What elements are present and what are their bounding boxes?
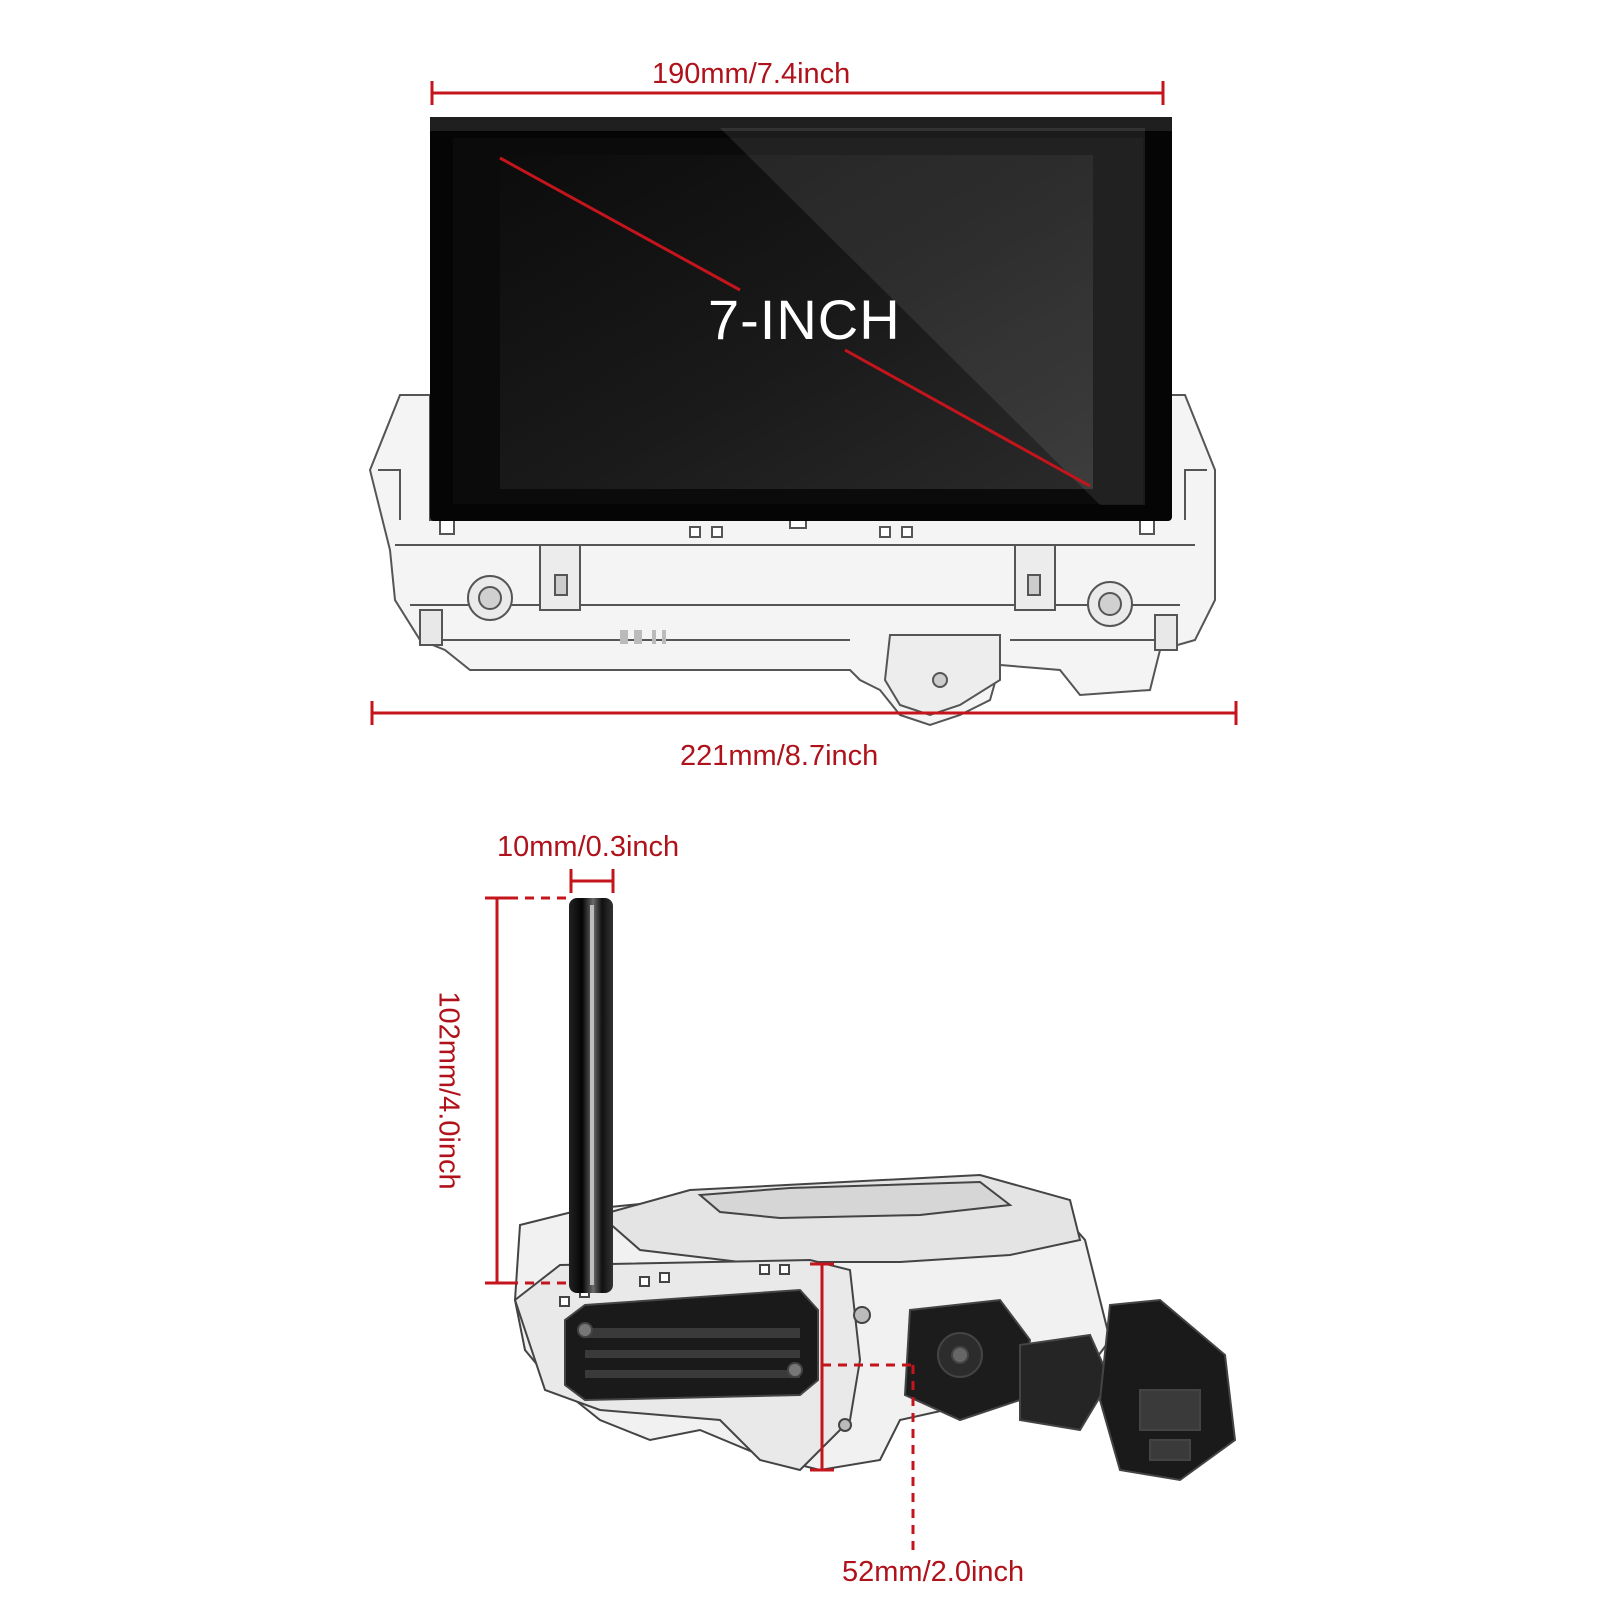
top-width-dimension-line xyxy=(430,81,1165,105)
thickness-dimension-line xyxy=(569,869,615,893)
thickness-label: 10mm/0.3inch xyxy=(497,831,680,863)
height-label: 102mm/4.0inch xyxy=(432,991,465,1190)
front-view-housing xyxy=(368,394,1216,727)
bottom-width-label: 221mm/8.7inch xyxy=(680,740,879,772)
height-dimension-line xyxy=(485,896,509,1285)
side-view-screen-bar xyxy=(569,898,613,1293)
bottom-width-dimension-line xyxy=(370,701,1238,725)
height-dimension-guides xyxy=(509,896,569,1285)
side-view-housing xyxy=(513,1173,1237,1482)
top-width-label: 190mm/7.4inch xyxy=(652,58,851,90)
depth-label: 52mm/2.0inch xyxy=(842,1556,1025,1588)
depth-dimension-line xyxy=(810,1262,834,1472)
screen-diagonal-line xyxy=(499,156,1091,488)
screen-size-label: 7-INCH xyxy=(708,288,901,351)
